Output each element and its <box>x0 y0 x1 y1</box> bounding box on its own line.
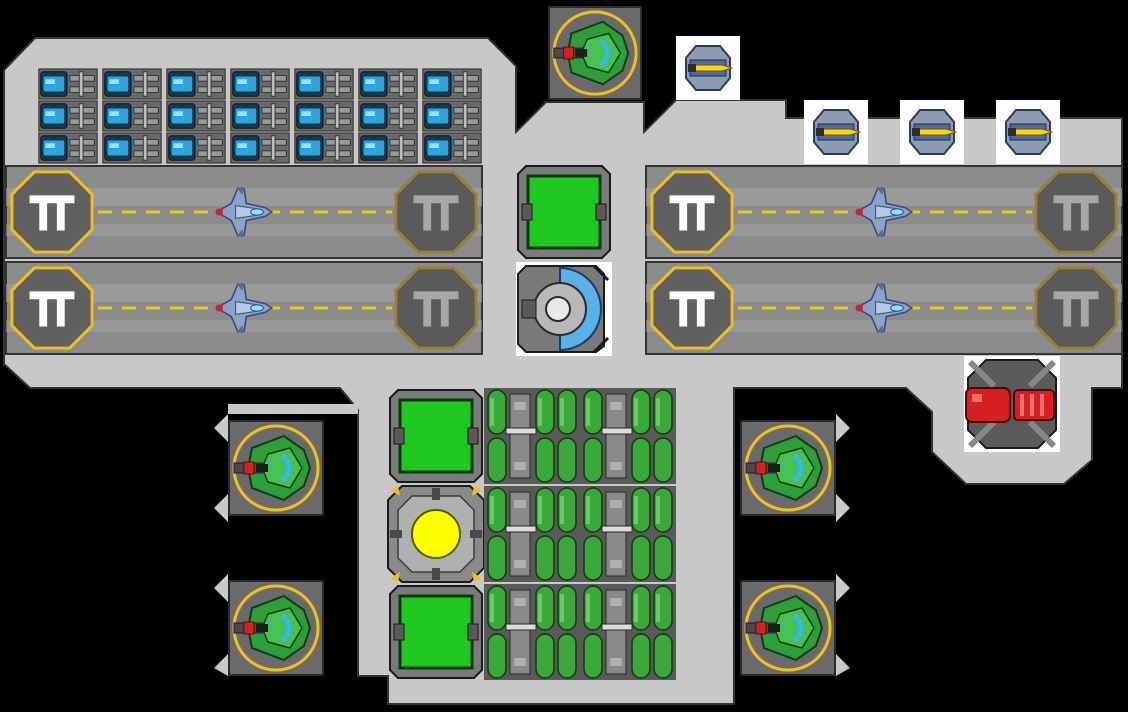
missile-launcher-icon[interactable] <box>804 100 868 164</box>
reactor-square-icon[interactable] <box>516 164 612 260</box>
runway-left-top <box>5 165 483 259</box>
battery-cell-icon[interactable] <box>422 68 482 100</box>
hull-left-turret-arm <box>228 404 358 414</box>
landing-pad-icon[interactable] <box>394 170 478 254</box>
fuel-tank-array <box>484 388 676 680</box>
battery-cell-icon[interactable] <box>38 132 98 164</box>
fuel-tank-icon[interactable] <box>484 388 580 484</box>
battery-cell-icon[interactable] <box>230 68 290 100</box>
laser-cannon-icon[interactable] <box>964 356 1060 452</box>
fuel-tank-icon[interactable] <box>580 486 676 582</box>
battery-cell-icon[interactable] <box>102 100 162 132</box>
landing-pad-icon[interactable] <box>1034 266 1118 350</box>
green-turret-icon[interactable] <box>741 421 835 515</box>
battery-cell-icon[interactable] <box>294 100 354 132</box>
green-turret-icon[interactable] <box>229 421 323 515</box>
green-turret-icon[interactable] <box>741 581 835 675</box>
fuel-tank-icon[interactable] <box>580 388 676 484</box>
battery-bank <box>38 68 482 164</box>
reactor-square-icon[interactable] <box>388 584 484 680</box>
fuel-tank-icon[interactable] <box>484 486 580 582</box>
runway-right-top <box>645 165 1123 259</box>
missile-launcher-icon[interactable] <box>676 36 740 100</box>
power-core-icon[interactable] <box>387 485 485 583</box>
battery-cell-icon[interactable] <box>166 68 226 100</box>
missile-launcher-icon[interactable] <box>900 100 964 164</box>
battery-cell-icon[interactable] <box>358 100 418 132</box>
battery-cell-icon[interactable] <box>166 132 226 164</box>
battery-cell-icon[interactable] <box>294 132 354 164</box>
battery-cell-icon[interactable] <box>38 68 98 100</box>
battery-cell-icon[interactable] <box>230 100 290 132</box>
fuel-tank-icon[interactable] <box>484 584 580 680</box>
turret-mount-notches <box>214 414 850 676</box>
battery-cell-icon[interactable] <box>358 132 418 164</box>
battery-cell-icon[interactable] <box>358 68 418 100</box>
battery-cell-icon[interactable] <box>102 132 162 164</box>
battery-cell-icon[interactable] <box>230 132 290 164</box>
runway-right-bottom <box>645 261 1123 355</box>
fuel-tank-icon[interactable] <box>580 584 676 680</box>
battery-cell-icon[interactable] <box>294 68 354 100</box>
reactor-square-icon[interactable] <box>388 388 484 484</box>
green-turret-icon[interactable] <box>549 7 641 99</box>
landing-pad-icon[interactable] <box>10 170 94 254</box>
landing-pad-icon[interactable] <box>650 170 734 254</box>
missile-launcher-icon[interactable] <box>996 100 1060 164</box>
shield-generator-icon[interactable] <box>516 262 612 356</box>
green-turret-icon[interactable] <box>229 581 323 675</box>
battery-cell-icon[interactable] <box>422 100 482 132</box>
landing-pad-icon[interactable] <box>10 266 94 350</box>
battery-cell-icon[interactable] <box>166 100 226 132</box>
battery-cell-icon[interactable] <box>422 132 482 164</box>
landing-pad-icon[interactable] <box>1034 170 1118 254</box>
runway-left-bottom <box>5 261 483 355</box>
landing-pad-icon[interactable] <box>650 266 734 350</box>
battery-cell-icon[interactable] <box>38 100 98 132</box>
landing-pad-icon[interactable] <box>394 266 478 350</box>
battery-cell-icon[interactable] <box>102 68 162 100</box>
